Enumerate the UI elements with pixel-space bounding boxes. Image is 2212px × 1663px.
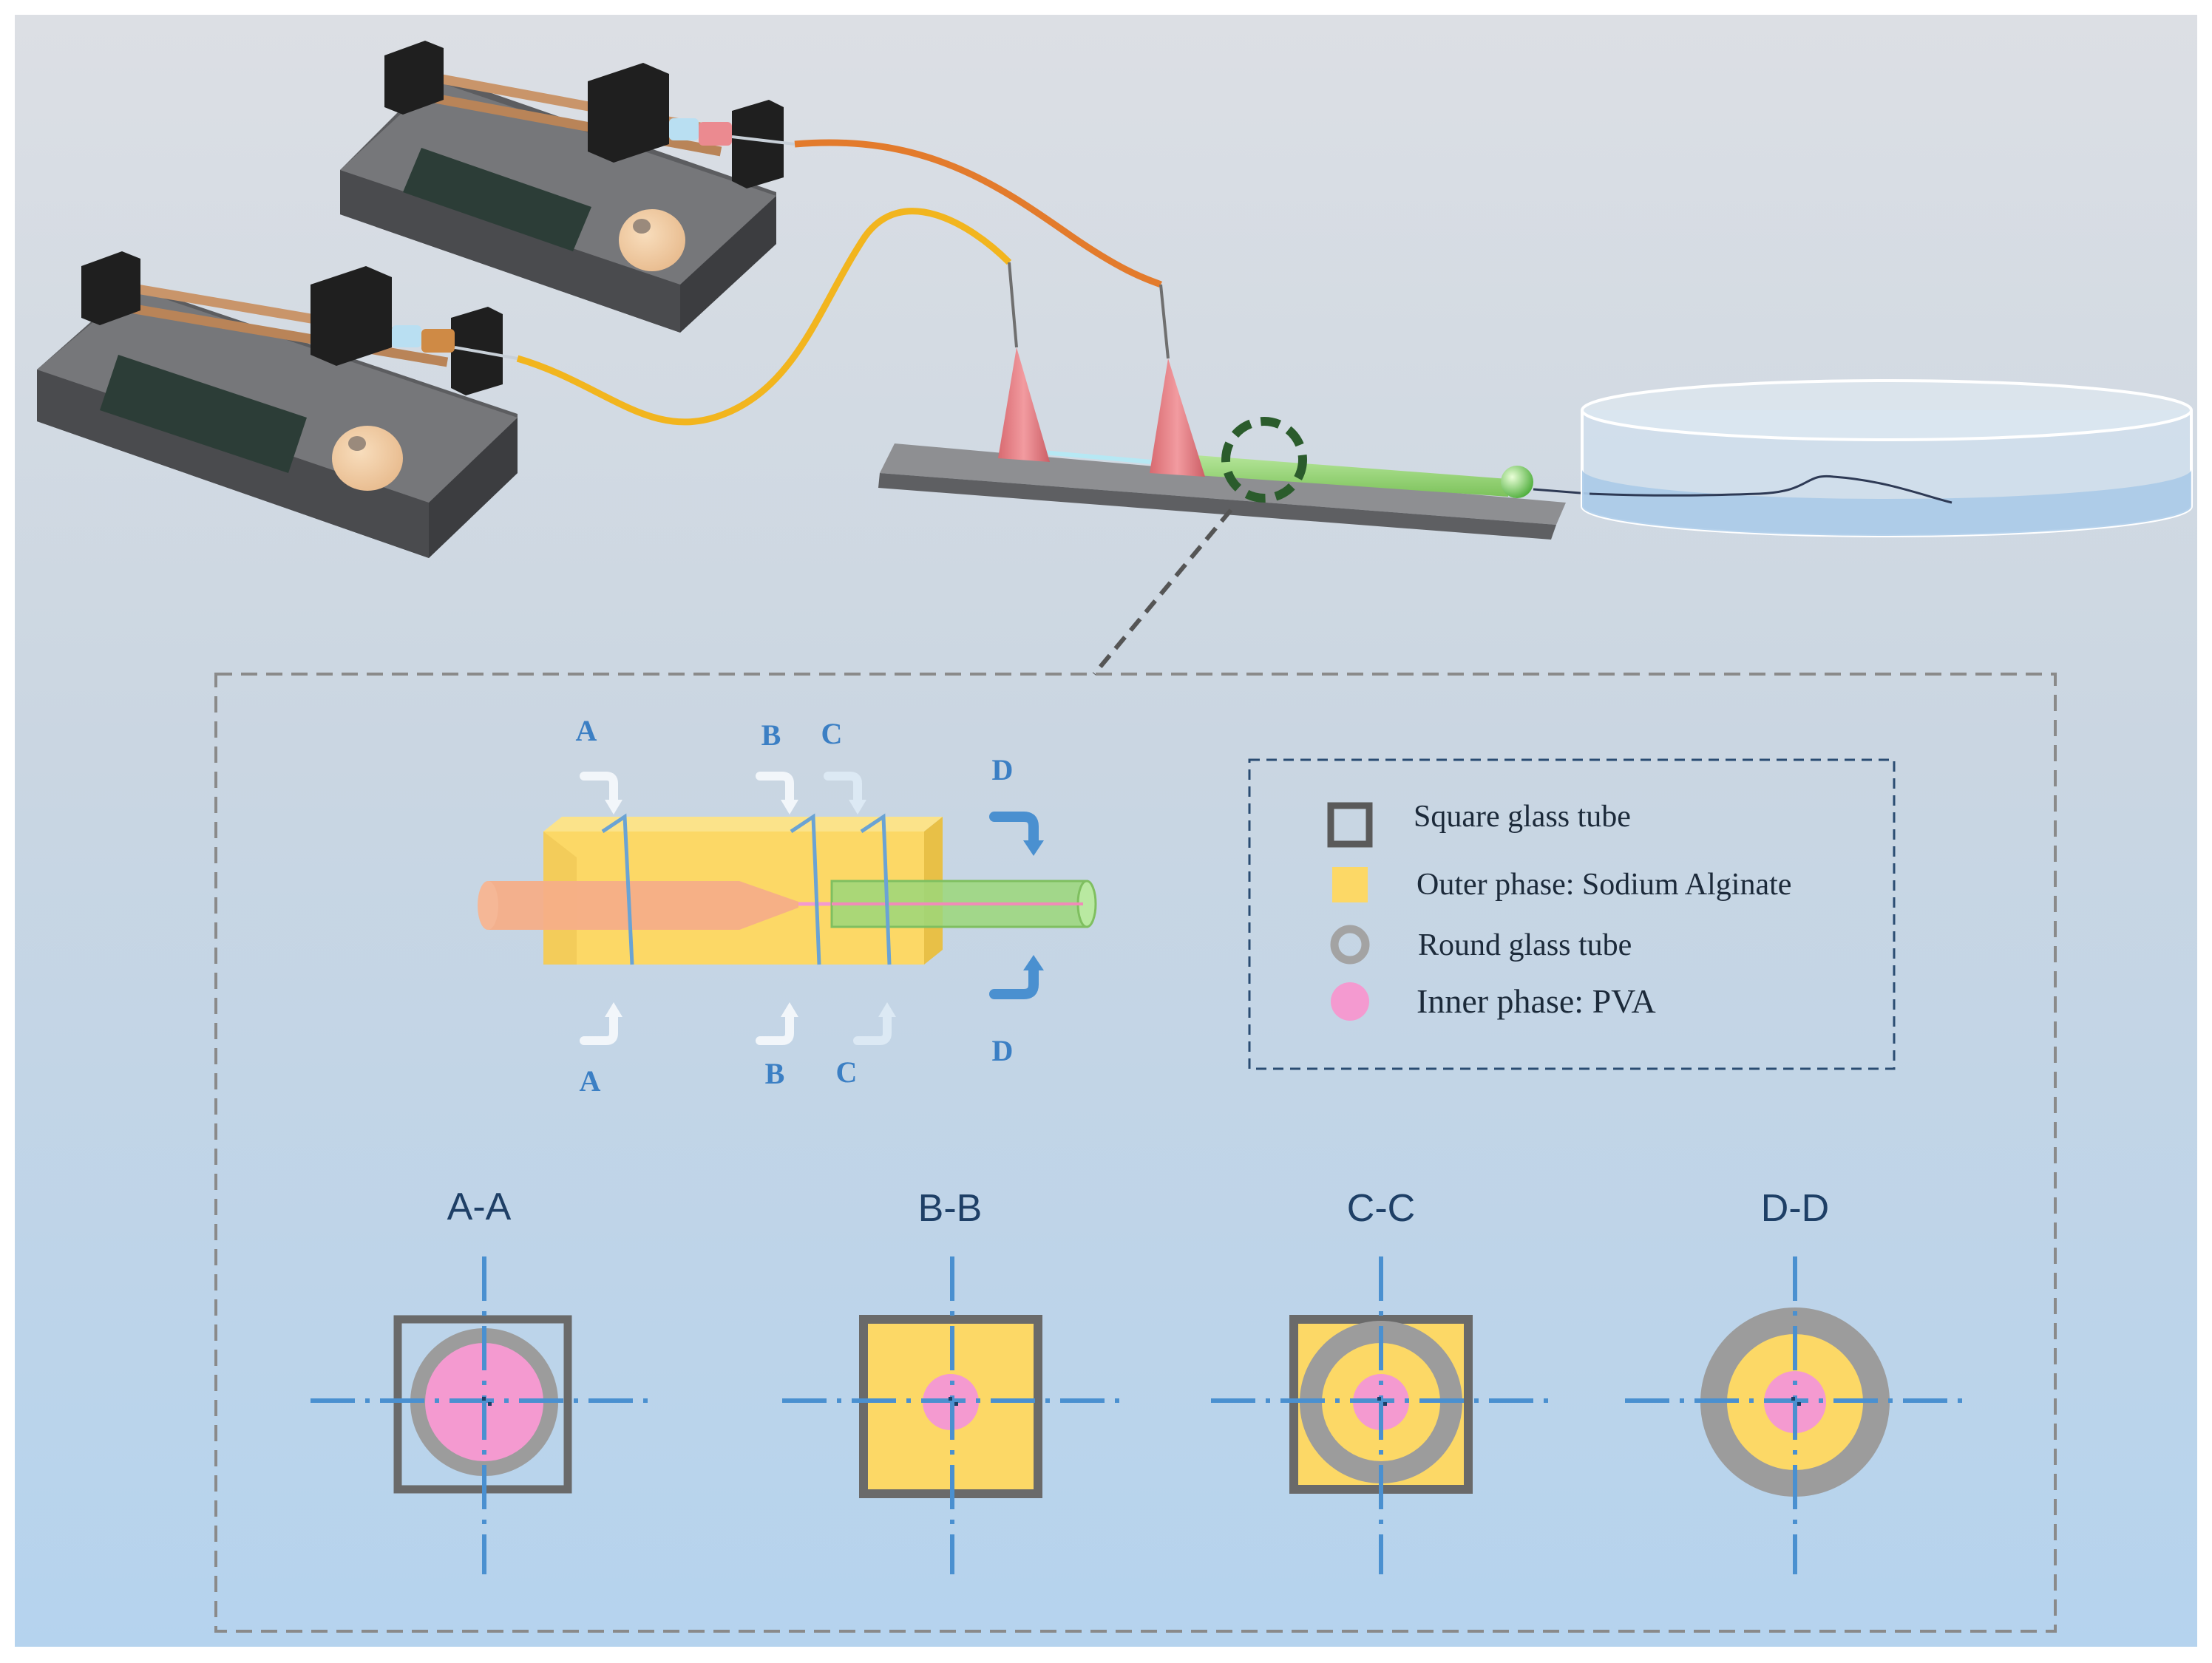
syringe-pump-lower bbox=[37, 251, 518, 558]
center-marks bbox=[482, 1397, 1801, 1406]
cross-section-c bbox=[1289, 1315, 1473, 1494]
arrow-d-top bbox=[989, 812, 1039, 848]
inlet-cone-left bbox=[998, 347, 1050, 462]
legend-label-inner-phase: Inner phase: PVA bbox=[1417, 982, 1656, 1020]
legend-border bbox=[1248, 758, 1896, 1070]
arrow-c-bottom bbox=[853, 1010, 892, 1045]
pump-screen-upper bbox=[403, 148, 591, 251]
section-title-d: D-D bbox=[1761, 1187, 1829, 1230]
square-outline-icon bbox=[1327, 802, 1373, 848]
yellow-square-icon bbox=[1332, 867, 1368, 902]
arrow-b-bottom bbox=[756, 1010, 794, 1045]
zoom-highlight-circle bbox=[1221, 417, 1307, 503]
arrow-a-top bbox=[580, 772, 618, 806]
orange-tubing bbox=[794, 139, 1163, 288]
green-collection-tube bbox=[1187, 455, 1508, 497]
section-title-c: C-C bbox=[1347, 1187, 1415, 1230]
arrow-b-top bbox=[756, 772, 794, 806]
legend: Square glass tube Outer phase: Sodium Al… bbox=[1248, 758, 1896, 1070]
legend-label-round-tube: Round glass tube bbox=[1418, 928, 1632, 962]
arrow-a-bottom bbox=[580, 1010, 618, 1045]
collection-dish bbox=[1581, 379, 2193, 537]
gray-ring-icon bbox=[1330, 925, 1370, 965]
section-title-b: B-B bbox=[918, 1187, 983, 1230]
cut-label-b-bottom: B bbox=[765, 1057, 785, 1090]
legend-label-square-tube: Square glass tube bbox=[1414, 800, 1631, 834]
tapered-capillary bbox=[488, 881, 798, 930]
cut-label-d-top: D bbox=[992, 753, 1014, 786]
arrow-d-bottom bbox=[989, 963, 1039, 999]
zoom-connector bbox=[1092, 509, 1233, 676]
cut-label-b-top: B bbox=[761, 718, 781, 752]
inlet-cone-right bbox=[1150, 358, 1205, 477]
cut-label-c-bottom: C bbox=[836, 1055, 858, 1089]
syringe-pump-upper bbox=[340, 41, 795, 333]
section-title-a: A-A bbox=[447, 1186, 512, 1228]
pump-knob-lower bbox=[332, 426, 403, 491]
zoom-panel-border bbox=[214, 673, 2057, 1633]
cut-arrows bbox=[580, 772, 1044, 1045]
droplet bbox=[1501, 466, 1533, 498]
yellow-tubing bbox=[516, 208, 1012, 426]
microfluidic-device bbox=[878, 347, 1590, 540]
coaxial-device-detail bbox=[478, 813, 1097, 965]
cut-label-a-top: A bbox=[576, 714, 597, 747]
cut-label-d-bottom: D bbox=[992, 1034, 1014, 1067]
pump-screen-lower bbox=[100, 355, 307, 473]
pink-dot-icon bbox=[1331, 982, 1369, 1021]
cut-label-a-bottom: A bbox=[580, 1064, 601, 1098]
legend-label-outer-phase: Outer phase: Sodium Alginate bbox=[1417, 868, 1791, 902]
cut-label-c-top: C bbox=[821, 717, 843, 750]
pump-knob-upper bbox=[619, 209, 685, 271]
arrow-c-top bbox=[824, 772, 862, 806]
fiber-strand bbox=[1589, 475, 1953, 504]
